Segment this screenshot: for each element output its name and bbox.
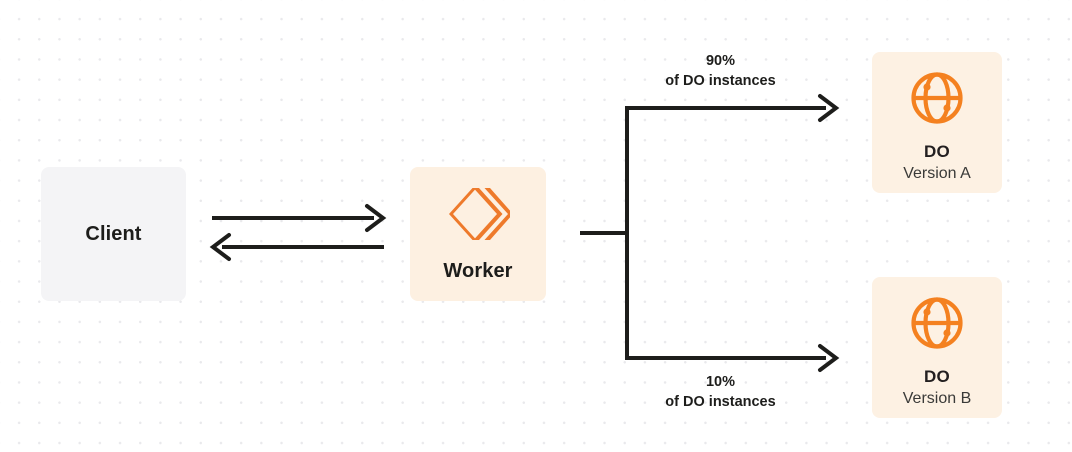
node-do-b-subtitle: Version B [902,390,972,408]
node-do-b-title: DO [924,367,950,386]
node-do-version-a[interactable]: DO Version A [872,52,1002,193]
edge-label-do-b-percent: 10% [705,374,736,390]
arrow-worker-to-do-a [625,94,840,122]
node-client[interactable]: Client [41,167,186,301]
edge-label-do-b-description: of DO instances [665,393,776,410]
arrow-worker-to-client [209,233,384,261]
node-worker[interactable]: Worker [410,167,546,301]
edge-label-do-a-description: of DO instances [665,72,776,89]
arrow-client-to-worker [212,204,387,232]
edge-label-do-a: 90% of DO instances [628,52,813,91]
globe-icon [909,70,965,131]
edge-label-do-a-percent: 90% [705,53,736,69]
node-do-version-b[interactable]: DO Version B [872,277,1002,418]
splitter-trunk [580,106,629,360]
globe-icon [909,295,965,356]
edge-label-do-b: 10% of DO instances [628,373,813,412]
node-do-a-subtitle: Version A [903,165,971,183]
node-do-a-title: DO [924,142,950,161]
cloudflare-workers-icon [446,185,513,248]
node-worker-label: Worker [443,260,513,282]
node-client-label: Client [85,222,142,245]
arrow-worker-to-do-b [625,344,840,372]
